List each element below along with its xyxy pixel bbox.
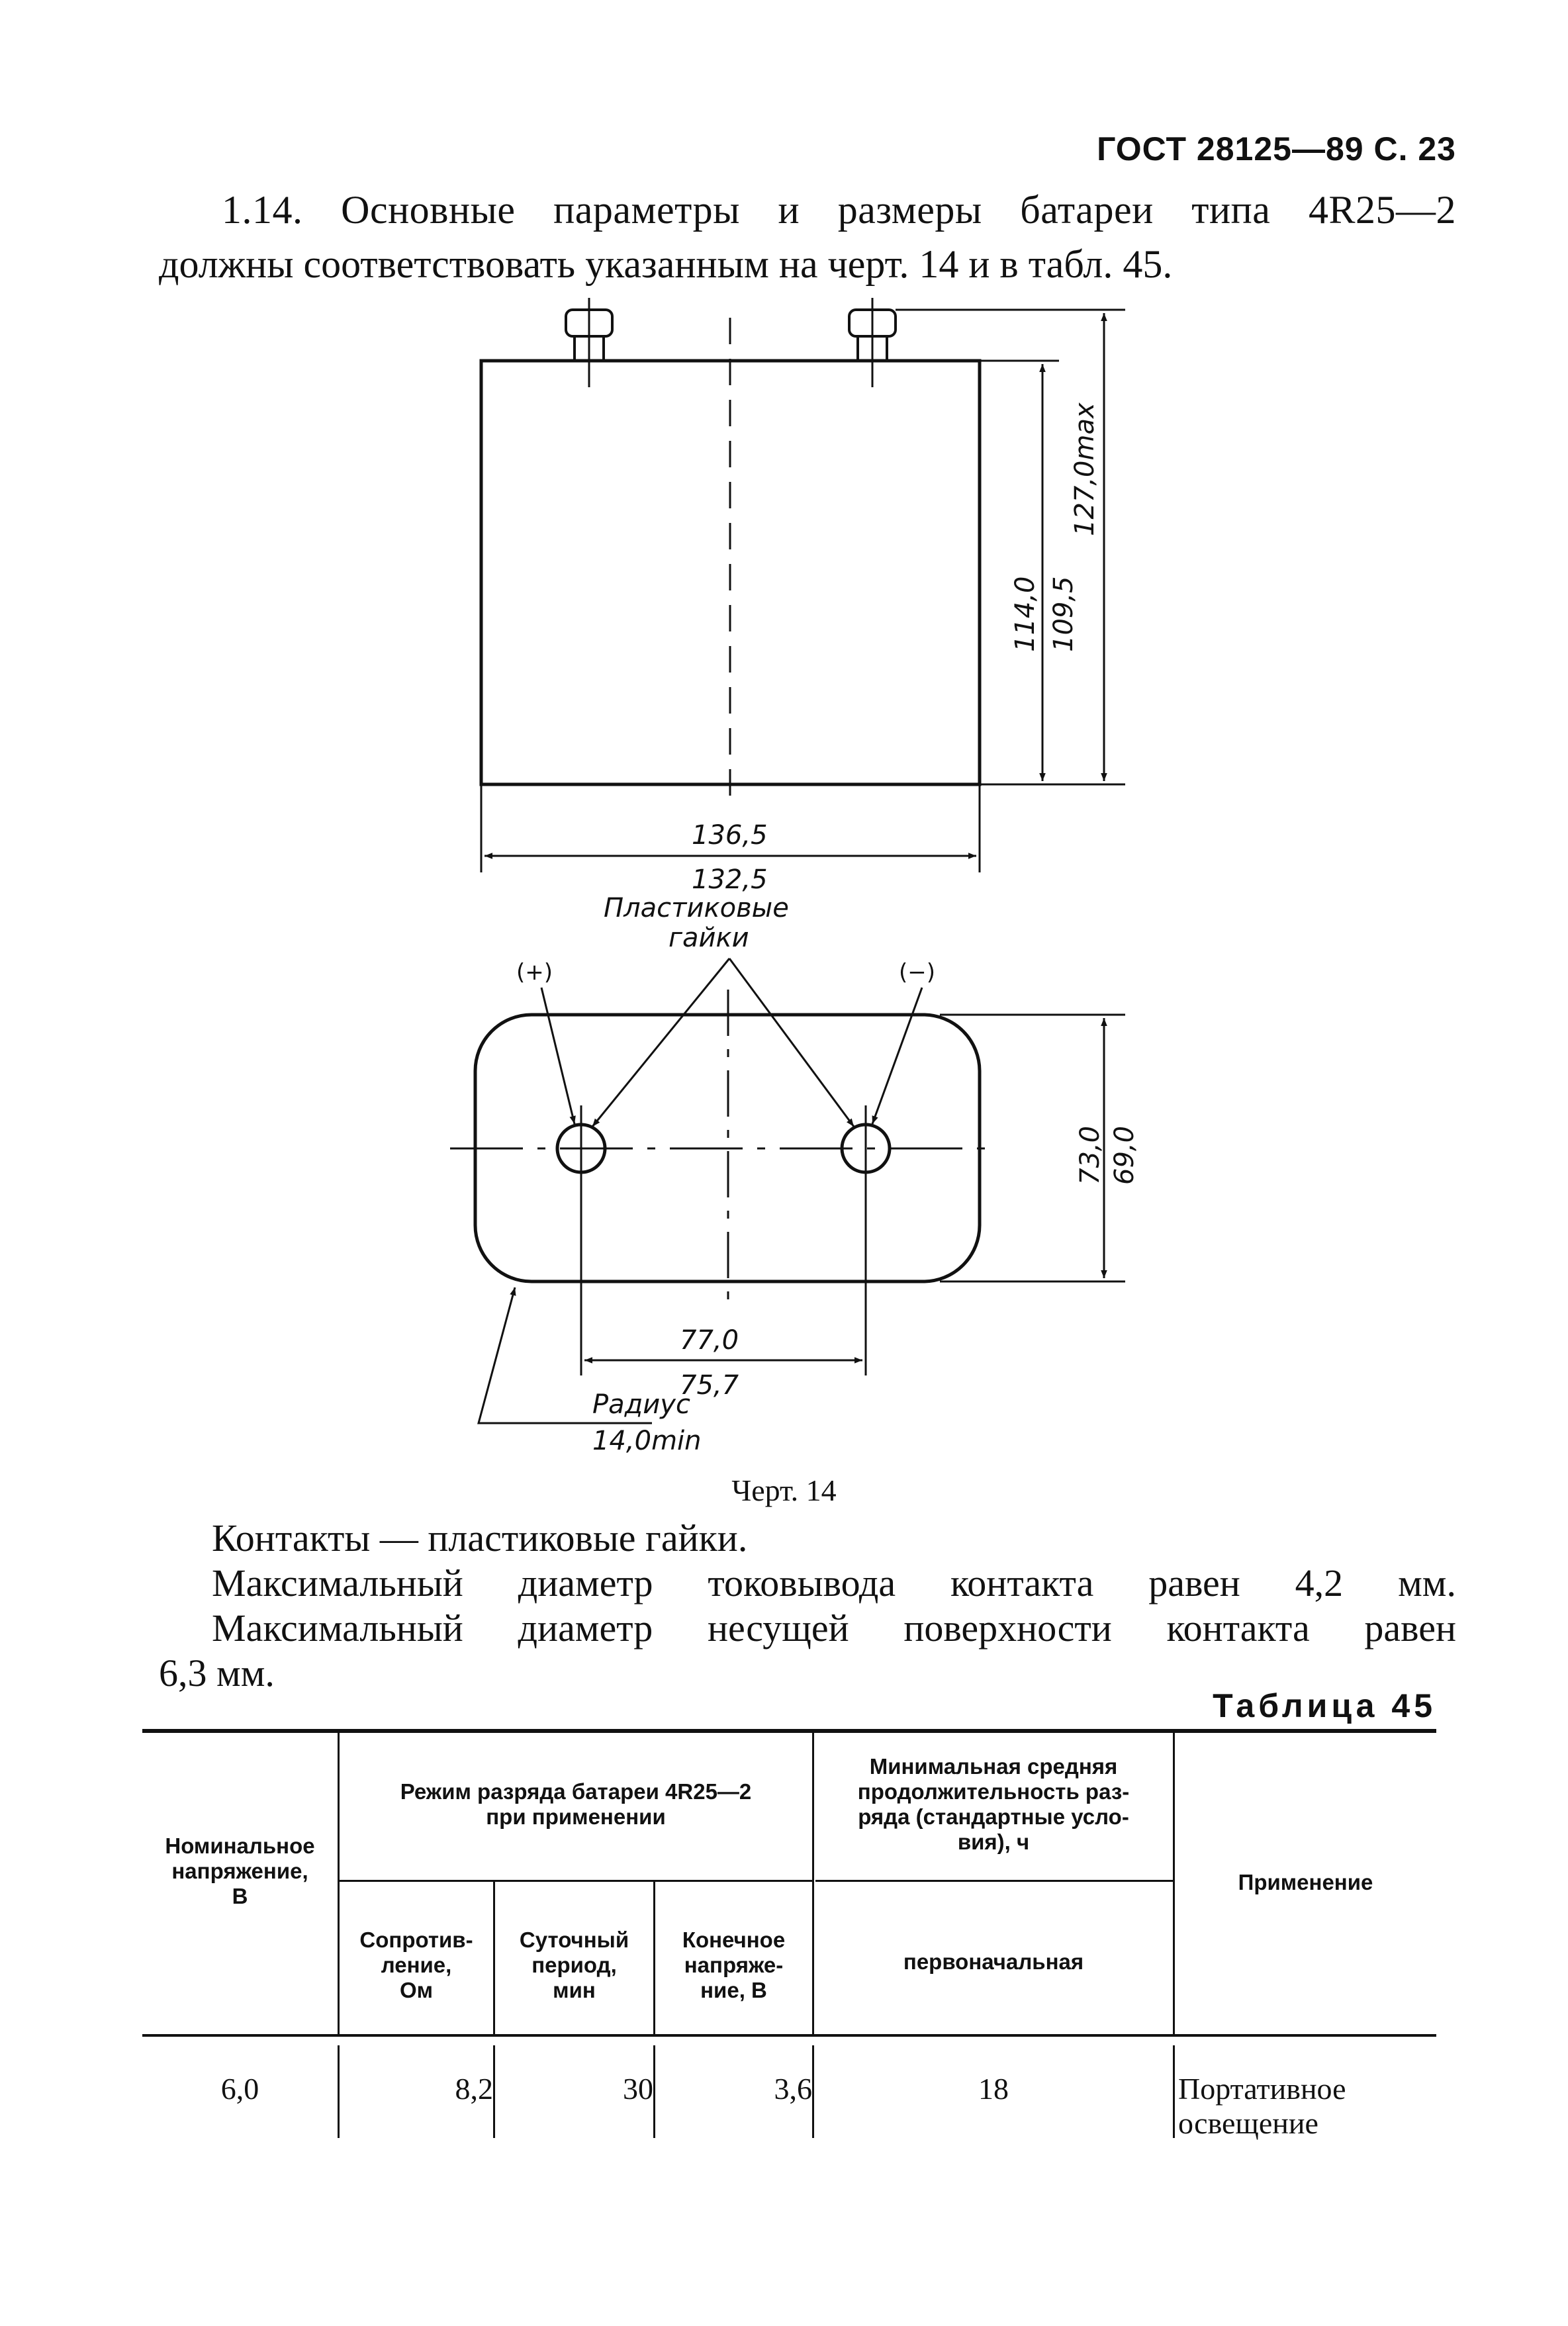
header-min-duration: Минимальная средняя продолжительность ра…	[814, 1754, 1173, 1855]
label-depth-a: 73,0	[1075, 1126, 1105, 1185]
label-radius-1: Радиус	[592, 1389, 690, 1420]
header-min-duration-2: продолжительность раз-	[857, 1779, 1130, 1804]
cell-end-voltage: 3,6	[774, 2072, 813, 2106]
header-min-duration-3: ряда (стандартные усло-	[858, 1804, 1129, 1829]
label-depth-b: 69,0	[1109, 1126, 1140, 1185]
leader-nuts-left	[591, 958, 731, 1127]
row-vline-4	[812, 2045, 814, 2138]
page-header: ГОСТ 28125—89 С. 23	[1097, 130, 1456, 167]
contacts-line3: Максимальный диаметр несущей поверхности…	[212, 1606, 1456, 1650]
header-daily-period-1: Суточный	[519, 1928, 629, 1952]
contacts-line1: Контакты — пластиковые гайки.	[212, 1516, 748, 1559]
table-vline-1	[338, 1731, 340, 2035]
label-plus: (+)	[516, 959, 553, 986]
side-view	[479, 298, 1125, 872]
header-daily-period: Суточный период, мин	[495, 1928, 653, 2003]
header-min-duration-4: вия), ч	[957, 1830, 1030, 1854]
paragraph-1-14-line2: должны соответствовать указанным на черт…	[159, 242, 1173, 286]
table-45-title: Таблица 45	[1213, 1687, 1436, 1724]
label-nuts-1: Пластиковые	[604, 893, 789, 923]
label-height-a: 114,0	[1010, 576, 1040, 652]
header-discharge-mode-1: Режим разряда батареи 4R25—2	[400, 1779, 752, 1804]
table-vline-2	[493, 1882, 495, 2035]
row-vline-5	[1173, 2045, 1175, 2138]
label-width-a: 136,5	[692, 820, 768, 851]
terminal-right-side	[848, 298, 897, 387]
contacts-line2: Максимальный диаметр токовывода контакта…	[212, 1561, 1456, 1605]
cell-application-2: освещение	[1178, 2106, 1318, 2140]
cell-application-1: Портативное	[1178, 2072, 1346, 2106]
label-height-b: 109,5	[1048, 576, 1079, 652]
drawing-caption: Черт. 14	[731, 1473, 837, 1507]
header-daily-period-3: мин	[553, 1978, 596, 2002]
paragraph-1-14-cont: должны соответствовать указанным на черт…	[159, 237, 1456, 291]
row-vline-3	[653, 2045, 655, 2138]
label-radius-2: 14,0min	[592, 1426, 702, 1456]
cell-nominal-voltage: 6,0	[220, 2072, 259, 2106]
label-nuts-2: гайки	[669, 923, 749, 953]
label-width-b: 132,5	[692, 864, 768, 895]
row-vline-1	[338, 2045, 340, 2138]
table-vline-5	[1173, 1731, 1175, 2035]
header-nominal-voltage-1: Номинальное	[165, 1834, 315, 1858]
leader-minus	[871, 987, 923, 1125]
top-view	[450, 958, 1125, 1424]
leader-nuts-right	[728, 958, 855, 1127]
header-application-1: Применение	[1238, 1870, 1373, 1894]
label-minus: (−)	[899, 959, 935, 986]
contacts-line4: 6,3 мм.	[159, 1651, 275, 1695]
table-mid-rule-left	[339, 1880, 812, 1882]
label-spacing-a: 77,0	[680, 1325, 739, 1356]
header-daily-period-2: период,	[531, 1953, 617, 1977]
label-spacing-b: 75,7	[680, 1370, 739, 1401]
terminal-left-side	[565, 298, 614, 387]
row-vline-2	[493, 2045, 495, 2138]
cell-resistance: 8,2	[455, 2072, 494, 2106]
header-min-duration-1: Минимальная средняя	[869, 1754, 1118, 1779]
table-vline-4	[812, 1731, 814, 2035]
table-top-rule	[142, 1729, 1436, 1733]
header-resistance: Сопротив- ление, Ом	[340, 1928, 493, 2003]
cell-application: Портативное освещение	[1178, 2072, 1436, 2141]
table-header-rule	[142, 2034, 1436, 2037]
paragraph-1-14: 1.14. Основные параметры и размеры батар…	[159, 183, 1456, 237]
header-resistance-2: ление,	[381, 1953, 452, 1977]
header-resistance-1: Сопротив-	[359, 1928, 473, 1952]
table-vline-3	[653, 1882, 655, 2035]
header-nominal-voltage: Номинальное напряжение, В	[142, 1834, 338, 1909]
paragraph-1-14-line1: 1.14. Основные параметры и размеры батар…	[222, 188, 1456, 232]
header-nominal-voltage-2: напряжение,	[171, 1859, 308, 1883]
cell-daily-period: 30	[623, 2072, 653, 2106]
leader-radius	[477, 1287, 652, 1424]
header-application: Применение	[1175, 1870, 1436, 1895]
header-discharge-mode: Режим разряда батареи 4R25—2 при примене…	[340, 1779, 812, 1830]
header-discharge-mode-2: при применении	[486, 1804, 666, 1829]
header-end-voltage: Конечное напряже- ние, В	[655, 1928, 812, 2003]
header-resistance-3: Ом	[399, 1978, 434, 2002]
header-end-voltage-2: напряже-	[684, 1953, 784, 1977]
header-nominal-voltage-3: В	[232, 1884, 248, 1908]
leader-plus	[540, 987, 576, 1125]
contacts-text: Контакты — пластиковые гайки. Максимальн…	[159, 1516, 1456, 1696]
cell-initial: 18	[978, 2072, 1009, 2106]
drawing-14: 114,0 109,5 127,0max 136,5 132,5 Пластик…	[450, 298, 1140, 1456]
header-initial-1: первоначальная	[903, 1949, 1084, 1974]
header-end-voltage-1: Конечное	[682, 1928, 786, 1952]
table-mid-rule-right	[815, 1880, 1173, 1882]
header-initial: первоначальная	[814, 1949, 1173, 1975]
header-end-voltage-3: ние, В	[700, 1978, 767, 2002]
label-height-max: 127,0max	[1070, 402, 1100, 536]
